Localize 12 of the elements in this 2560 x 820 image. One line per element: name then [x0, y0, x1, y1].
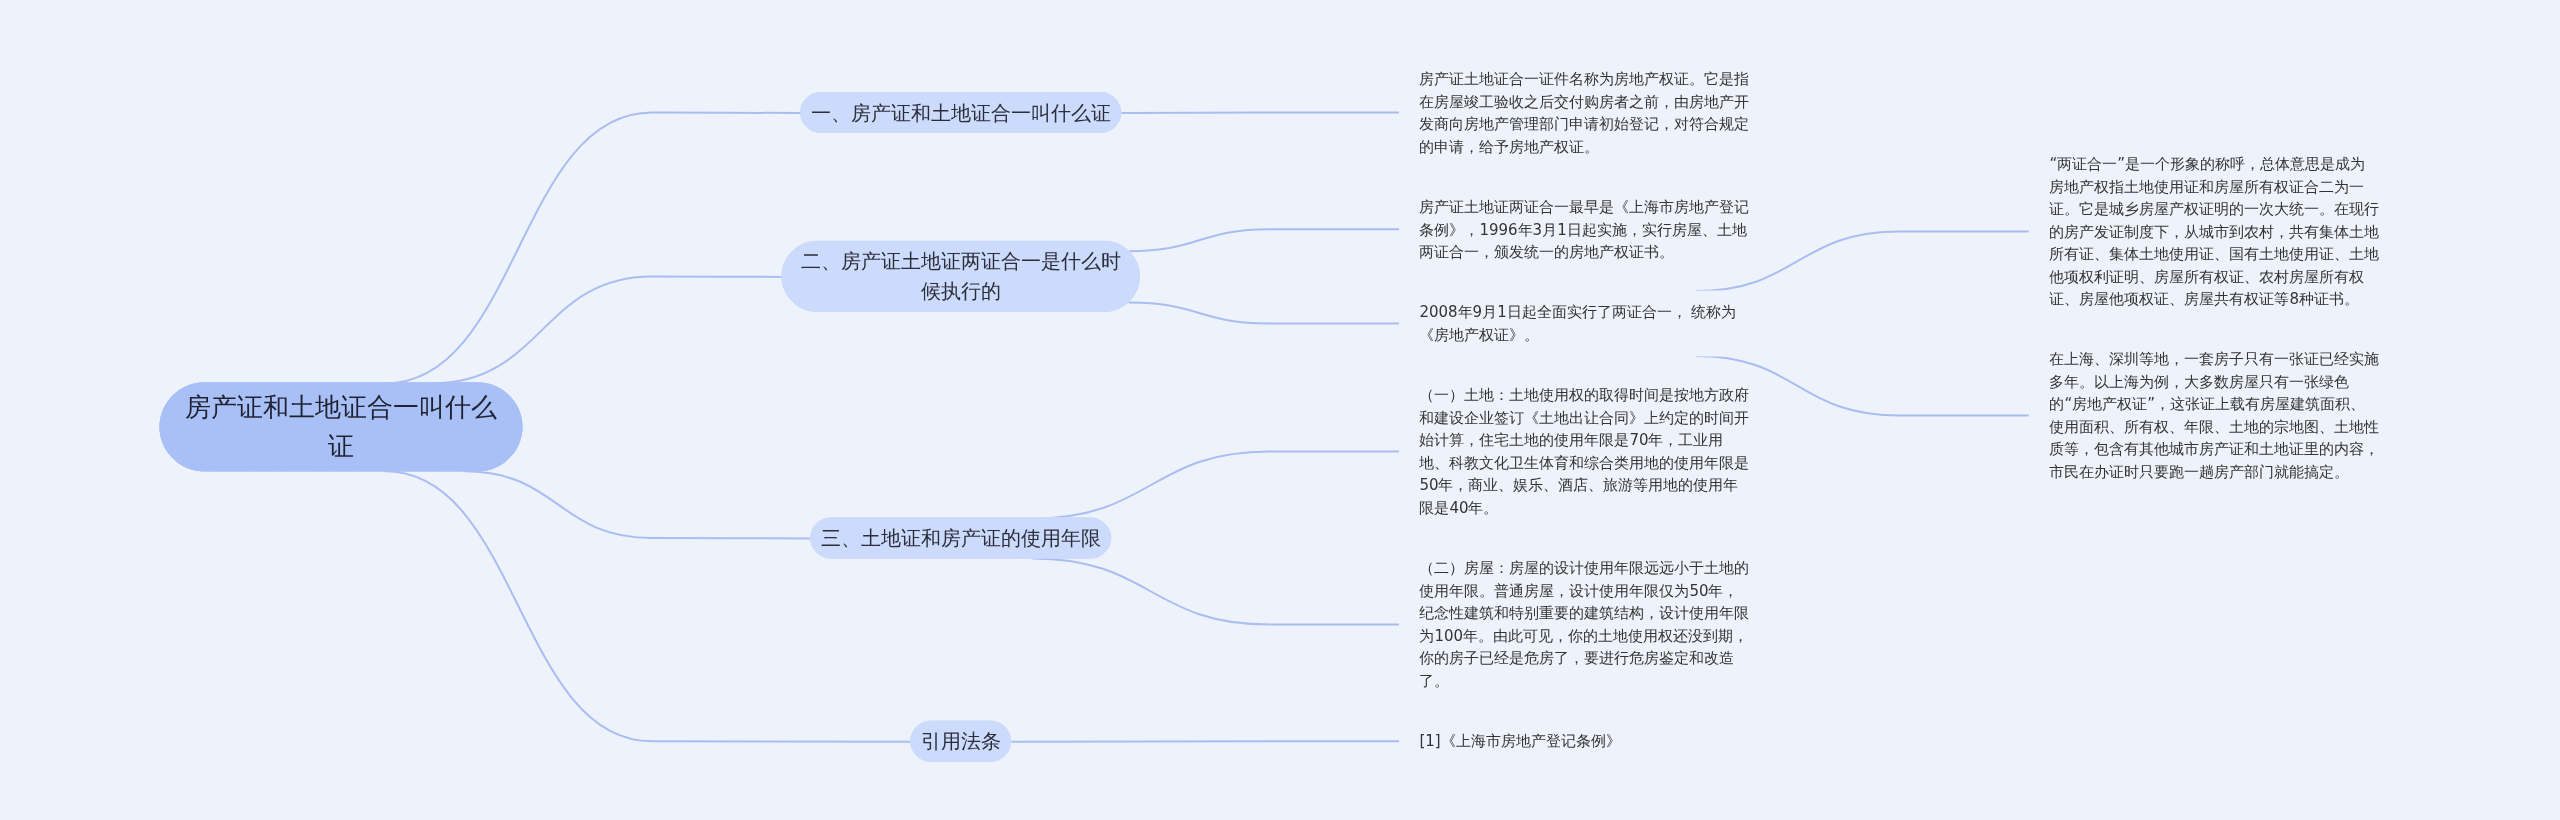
node-text: 房产证土地证合一证件名称为房地产权证。它是指在房屋竣工验收之后交付购房者之前，由房地产开发商向房地产管理部门申请初始登记，对符合规定的申请，给予房地产权证。: [1419, 69, 1750, 155]
connector: [1010, 740, 1401, 743]
node-text: （二）房屋：房屋的设计使用年限远远小于土地的使用年限。普通房屋，设计使用年限仅为50年，纪念性建筑和特别重要的建筑结构，设计使用年限为100年。由此可见，你的土地使用权还没到期，你的房子已经是危房了，要进行危房鉴定和改造了。: [1419, 559, 1750, 690]
node-text: 2008年9月1日起全面实行了两证合一， 统称为《房地产权证》。: [1419, 303, 1737, 344]
connector: [1128, 228, 1401, 253]
node-text: “两证合一”是一个形象的称呼，总体意思是成为房地产权指土地使用证和房屋所有权证合二为一证。它是城乡房屋产权证明的一次大统一。在现行的房产发证制度下，从城市到农村，共有集体土地所有证、集体土地使用证、国有土地使用证、土地他项权利证明、房屋所有权证、农村房屋所有权证、房屋他项权证、房屋共有权证等8种证书。: [2049, 154, 2380, 308]
node-text: [1]《上海市房地产登记条例》: [1419, 732, 1621, 750]
node-text: 在上海、深圳等地，一套房子只有一张证已经实施多年。以上海为例，大多数房屋只有一张绿色的“房地产权证”，这张证上载有房屋建筑面积、使用面积、所有权、年限、土地的宗地图、土地性质等，包含有其他城市房产证和土地证里的内容，市民在办证时只要跑一趟房产部门就能搞定。: [2049, 350, 2380, 481]
node-text: 房产证土地证两证合一最早是《上海市房地产登记条例》，1996年3月1日起实施，实行房屋、土地两证合一，颁发统一的房地产权证书。: [1419, 197, 1750, 261]
node-text: （一）土地：土地使用权的取得时间是按地方政府和建设企业签订《土地出让合同》上约定的时间开始计算，住宅土地的使用年限是70年，工业用地、科教文化卫生体育和综合类用地的使用年限是50年，商业、娱乐、酒店、旅游等用地的使用年限是40年。: [1419, 386, 1750, 517]
connector: [1120, 111, 1401, 114]
connector: [1128, 301, 1401, 325]
